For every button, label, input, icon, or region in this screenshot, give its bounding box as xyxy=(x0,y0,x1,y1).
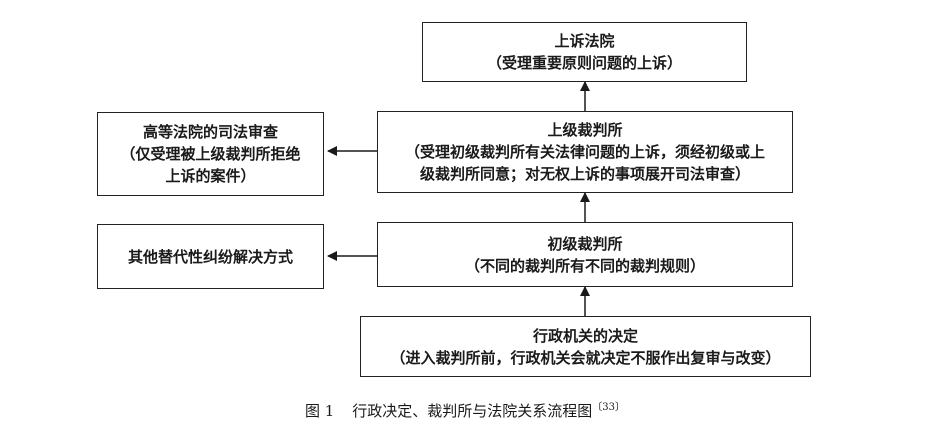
appellate-court-detail: （受理重要原则问题的上诉） xyxy=(486,54,682,72)
first-tier-tribunal-detail: （不同的裁判所有不同的裁判规则） xyxy=(464,256,705,275)
figure-caption-reference: 〔33〕 xyxy=(592,402,626,413)
first-tier-tribunal-box: 初级裁判所 （不同的裁判所有不同的裁判规则） xyxy=(377,222,793,287)
alternative-dispute-title: 其他替代性纠纷解决方式 xyxy=(127,247,293,266)
admin-decision-detail: （进入裁判所前，行政机关会就决定不服作出复审与改变） xyxy=(390,348,781,367)
upper-tribunal-title: 上级裁判所 xyxy=(547,121,623,139)
figure-number: 图 1 xyxy=(304,402,335,420)
alternative-dispute-box: 其他替代性纠纷解决方式 xyxy=(97,224,324,289)
figure-caption: 图 1 行政决定、裁判所与法院关系流程图〔33〕 xyxy=(0,398,930,421)
appellate-court-title: 上诉法院 xyxy=(554,32,615,50)
upper-tribunal-box: 上级裁判所 （受理初级裁判所有关法律问题的上诉，须经初级或上 级裁判所同意；对无… xyxy=(377,111,793,193)
admin-decision-title: 行政机关的决定 xyxy=(532,326,638,345)
upper-tribunal-detail-line2: 级裁判所同意；对无权上诉的事项展开司法审查） xyxy=(419,165,750,183)
high-court-review-detail-line2: 上诉的案件） xyxy=(165,167,256,185)
high-court-review-detail-line1: （仅受理被上级裁判所拒绝 xyxy=(120,145,301,163)
first-tier-tribunal-title: 初级裁判所 xyxy=(547,234,623,253)
upper-tribunal-detail-line1: （受理初级裁判所有关法律问题的上诉，须经初级或上 xyxy=(404,143,765,161)
high-court-review-title: 高等法院的司法审查 xyxy=(142,123,278,141)
figure-caption-text: 行政决定、裁判所与法院关系流程图 xyxy=(352,402,593,420)
high-court-review-box: 高等法院的司法审查 （仅受理被上级裁判所拒绝 上诉的案件） xyxy=(97,112,324,196)
admin-decision-box: 行政机关的决定 （进入裁判所前，行政机关会就决定不服作出复审与改变） xyxy=(360,316,811,377)
appellate-court-box: 上诉法院 （受理重要原则问题的上诉） xyxy=(422,22,747,82)
